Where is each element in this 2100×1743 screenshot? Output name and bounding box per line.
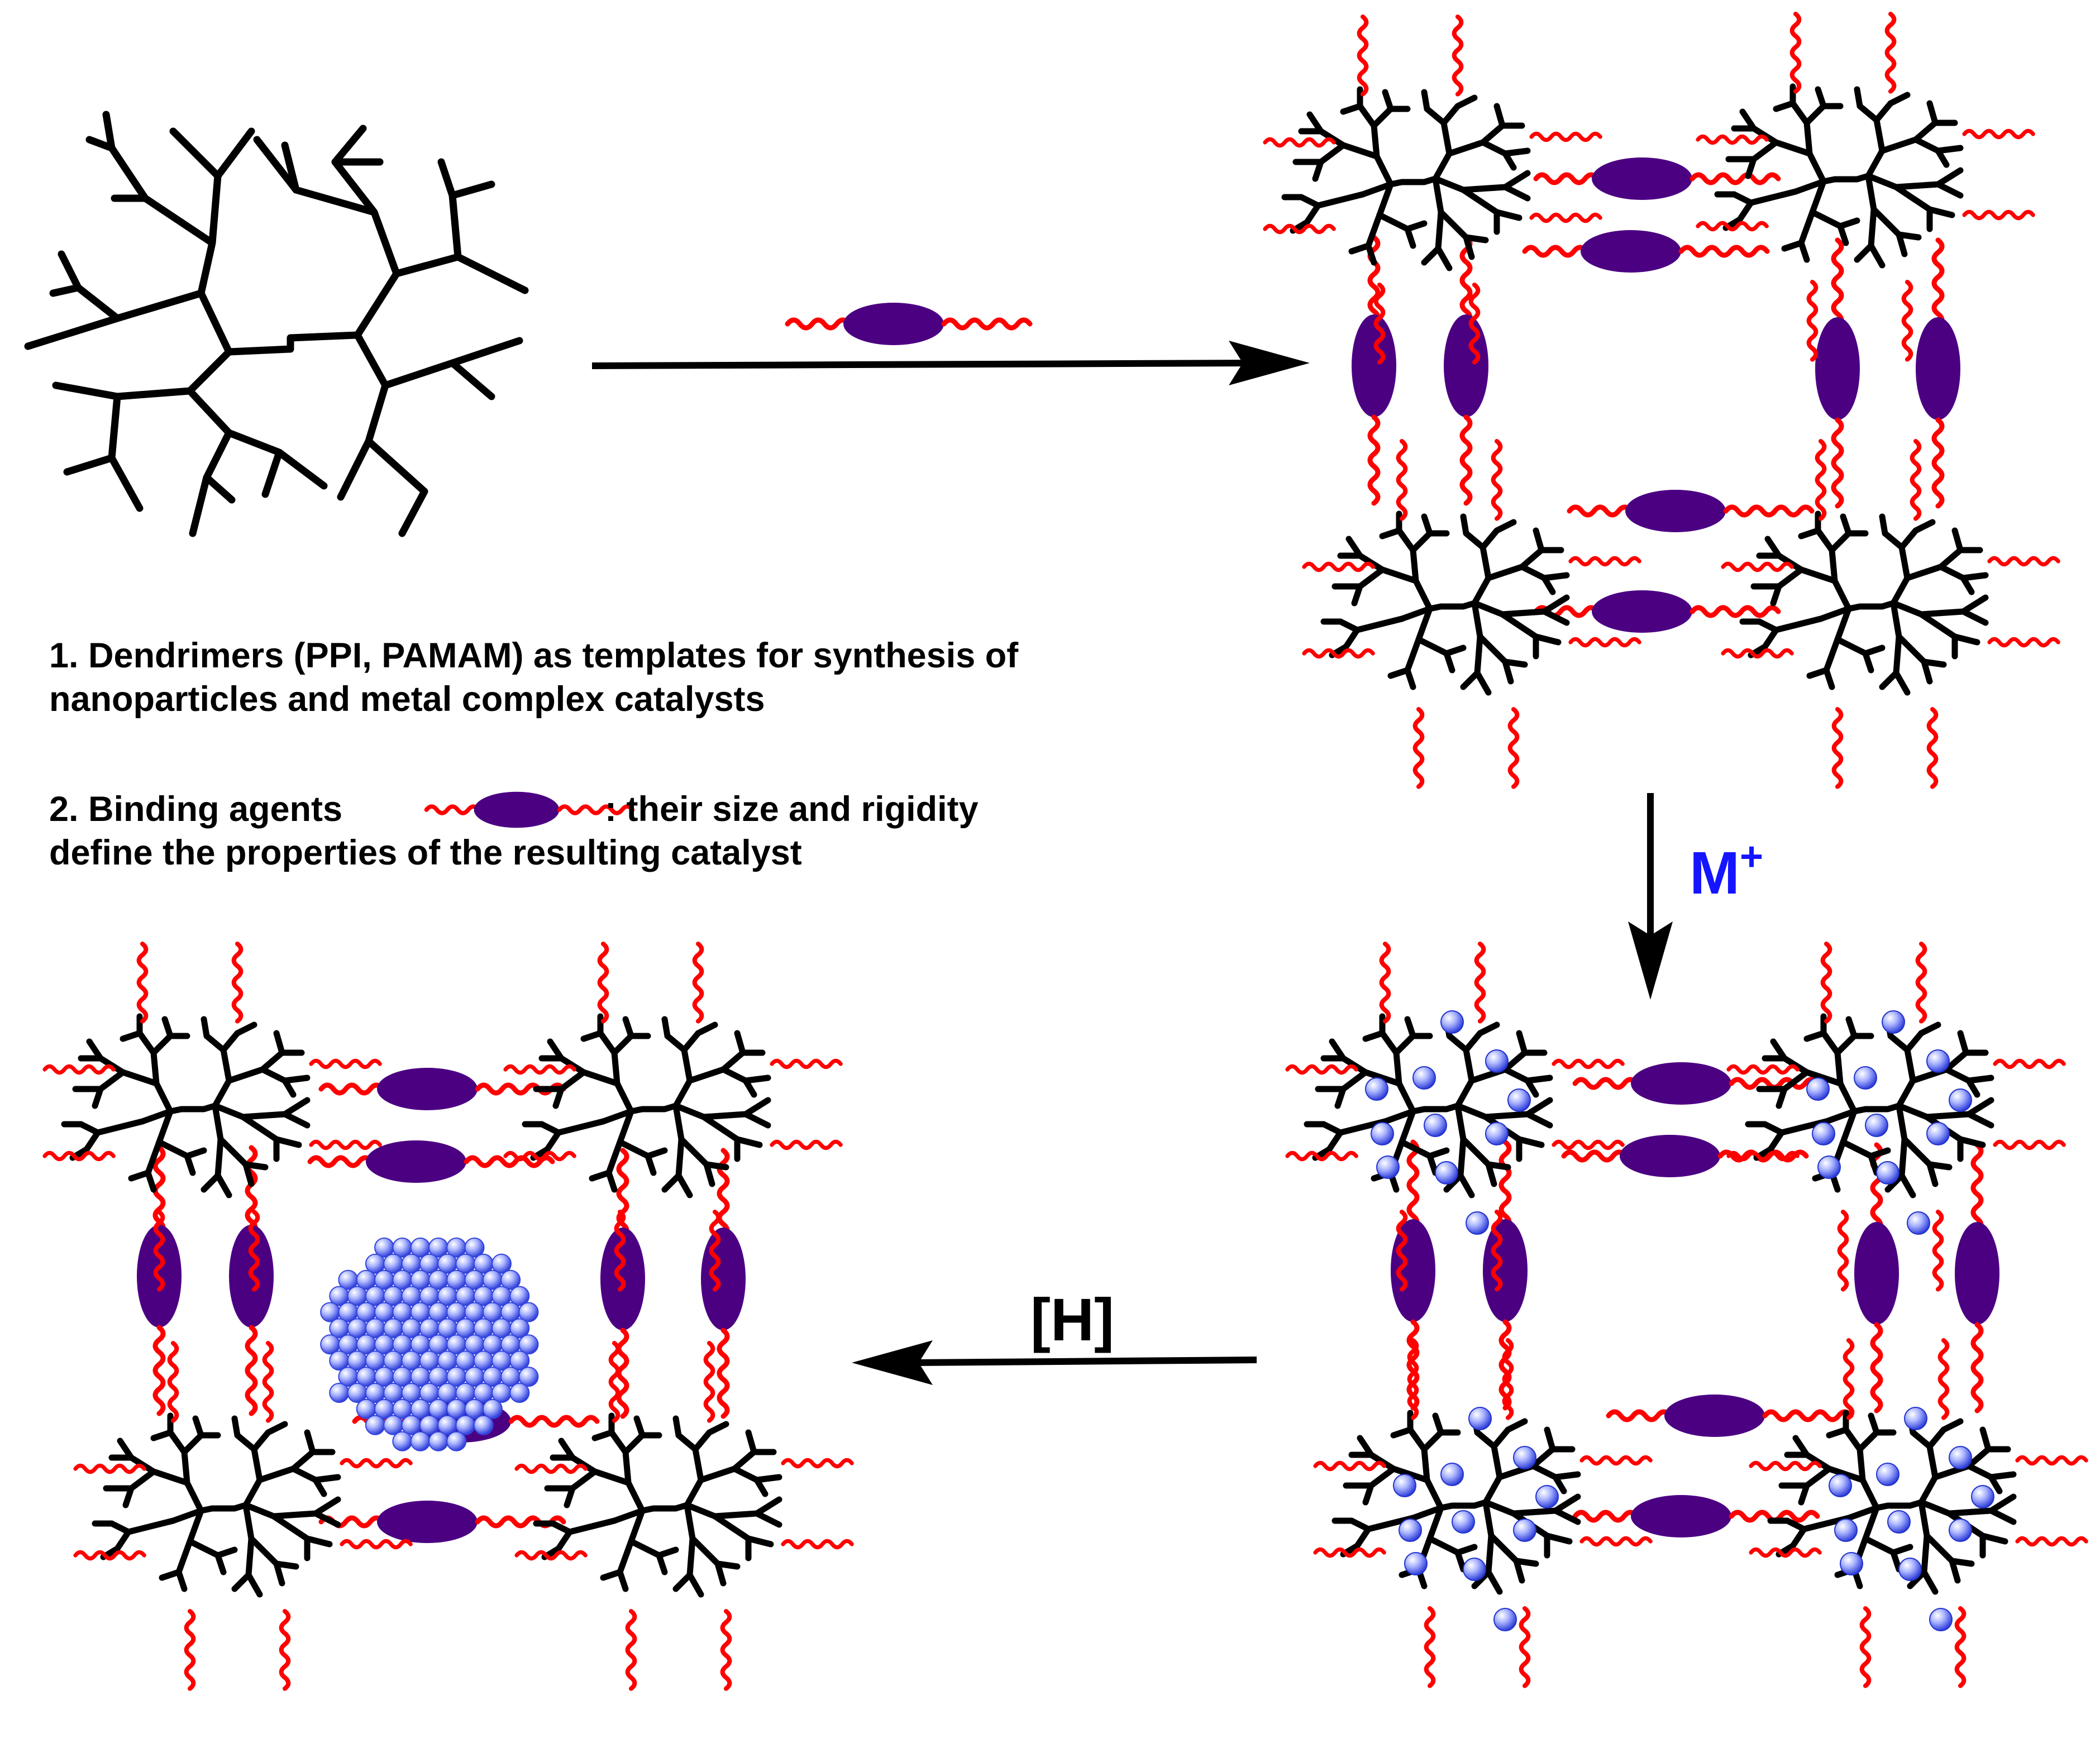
nanoparticle-atom: [392, 1431, 413, 1451]
caption-note-2-line-1: 2. Binding agents : their size and rigidi…: [49, 787, 979, 831]
nanoparticle-atom: [329, 1383, 350, 1403]
nanoparticle-atom: [491, 1253, 512, 1274]
metal-loaded-network: [1287, 944, 2086, 1686]
nanoparticle-atom: [482, 1398, 503, 1419]
caption-note-2-prefix: 2. Binding agents: [49, 790, 343, 829]
caption-note-1-line-2: nanoparticles and metal complex catalyst…: [49, 680, 765, 719]
nanoparticle-atom: [518, 1302, 539, 1322]
reaction-arrow-metal: [1628, 793, 1673, 1000]
nanoparticle-atom: [500, 1269, 521, 1290]
nanoparticle-atom: [518, 1367, 539, 1387]
caption-note-1-line-1: 1. Dendrimers (PPI, PAMAM) as templates …: [49, 636, 1019, 675]
caption-note-2-suffix: : their size and rigidity: [605, 790, 979, 829]
caption-note-1: 1. Dendrimers (PPI, PAMAM) as templates …: [49, 634, 1018, 721]
nanoparticle-atom: [509, 1318, 530, 1339]
reaction-arrow-reduction: [852, 1340, 1257, 1385]
metal-nanoparticle-cluster: [320, 1237, 539, 1451]
metal-ion-label: M+: [1689, 834, 1763, 906]
nanoparticle-atom: [509, 1383, 530, 1403]
binding-agent-reagent: [787, 303, 1030, 345]
nanoparticle-atom: [428, 1431, 448, 1451]
reaction-arrow-binding: [591, 341, 1310, 385]
nanoparticle-atom: [446, 1431, 467, 1451]
nanoparticle-atom: [518, 1334, 539, 1355]
caption-note-2: 2. Binding agents : their size and rigidi…: [49, 787, 979, 875]
dendrimer-template: [24, 111, 529, 537]
nanoparticle-atom: [410, 1431, 431, 1451]
nanoparticle-atom: [464, 1237, 485, 1258]
dendrimer-network: [1265, 14, 2058, 787]
nanoparticle-atom: [365, 1415, 385, 1435]
nanoparticle-atom: [509, 1286, 530, 1306]
nanoparticle-atom: [473, 1415, 494, 1435]
reduction-label: [H]: [1030, 1286, 1114, 1353]
nanoparticle-atom: [509, 1350, 530, 1371]
caption-note-2-line-2: define the properties of the resulting c…: [49, 833, 802, 872]
